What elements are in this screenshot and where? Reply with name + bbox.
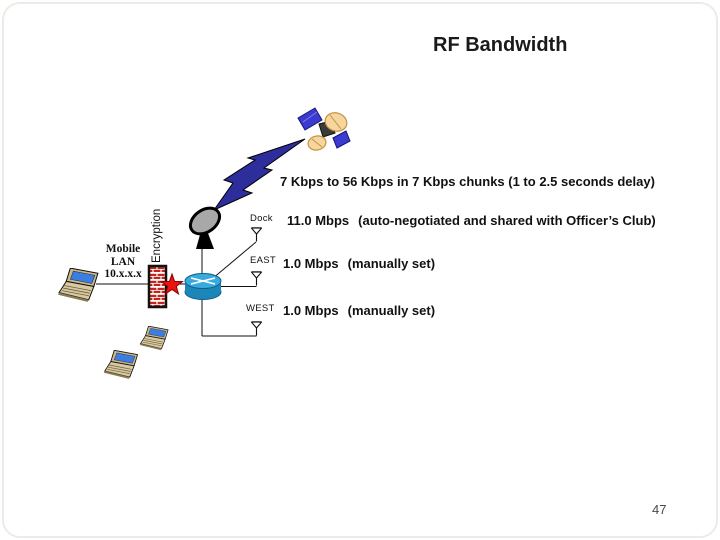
router-icon (184, 273, 222, 300)
satellite-panel (332, 130, 351, 149)
dish-antenna-icon (188, 206, 222, 249)
west-bandwidth-row: 1.0 Mbps (manually set) (283, 303, 435, 318)
dock-bandwidth-note: (auto-negotiated and shared with Officer… (358, 213, 656, 228)
satellite-panel (297, 107, 323, 131)
east-bandwidth-row: 1.0 Mbps (manually set) (283, 256, 435, 271)
west-bandwidth: 1.0 Mbps (283, 303, 339, 318)
east-bandwidth-note: (manually set) (347, 256, 436, 271)
east-bandwidth: 1.0 Mbps (283, 256, 339, 271)
mobile-lan-line3: 10.x.x.x (104, 268, 142, 280)
laptop-icon (57, 268, 99, 303)
dock-bandwidth-row: 11.0 Mbps (auto-negotiated and shared wit… (287, 213, 656, 228)
dock-label: Dock (250, 213, 273, 224)
dock-bandwidth: 11.0 Mbps (287, 213, 350, 228)
page-title: RF Bandwidth (433, 34, 568, 56)
satellite-dish-line (329, 114, 342, 130)
encryption-label: Encryption (151, 208, 163, 263)
east-antenna-icon (250, 271, 263, 286)
dish-reflector (188, 206, 222, 236)
mobile-lan-label: Mobile LAN 10.x.x.x (94, 243, 152, 281)
east-label: EAST (250, 255, 277, 266)
firewall-icon (147, 264, 168, 309)
encryption-star-icon (160, 272, 184, 296)
mobile-lan-line2: LAN (110, 255, 136, 268)
mobile-lan-line1: Mobile (105, 243, 141, 255)
laptop-icon (139, 326, 169, 351)
line-router-to-dock (211, 241, 257, 280)
satellite-link-label: 7 Kbps to 56 Kbps in 7 Kbps chunks (1 to… (280, 174, 655, 189)
page-number: 47 (652, 502, 667, 517)
laptop-icon (103, 350, 138, 380)
west-antenna-icon (250, 321, 263, 336)
west-label: WEST (246, 303, 275, 314)
satellite-panel-line (302, 111, 318, 123)
satellite-dish-line (311, 138, 323, 148)
satellite-icon (297, 107, 351, 151)
router-arrows (190, 277, 216, 285)
dock-antenna-icon (250, 227, 263, 242)
west-bandwidth-note: (manually set) (347, 303, 436, 318)
